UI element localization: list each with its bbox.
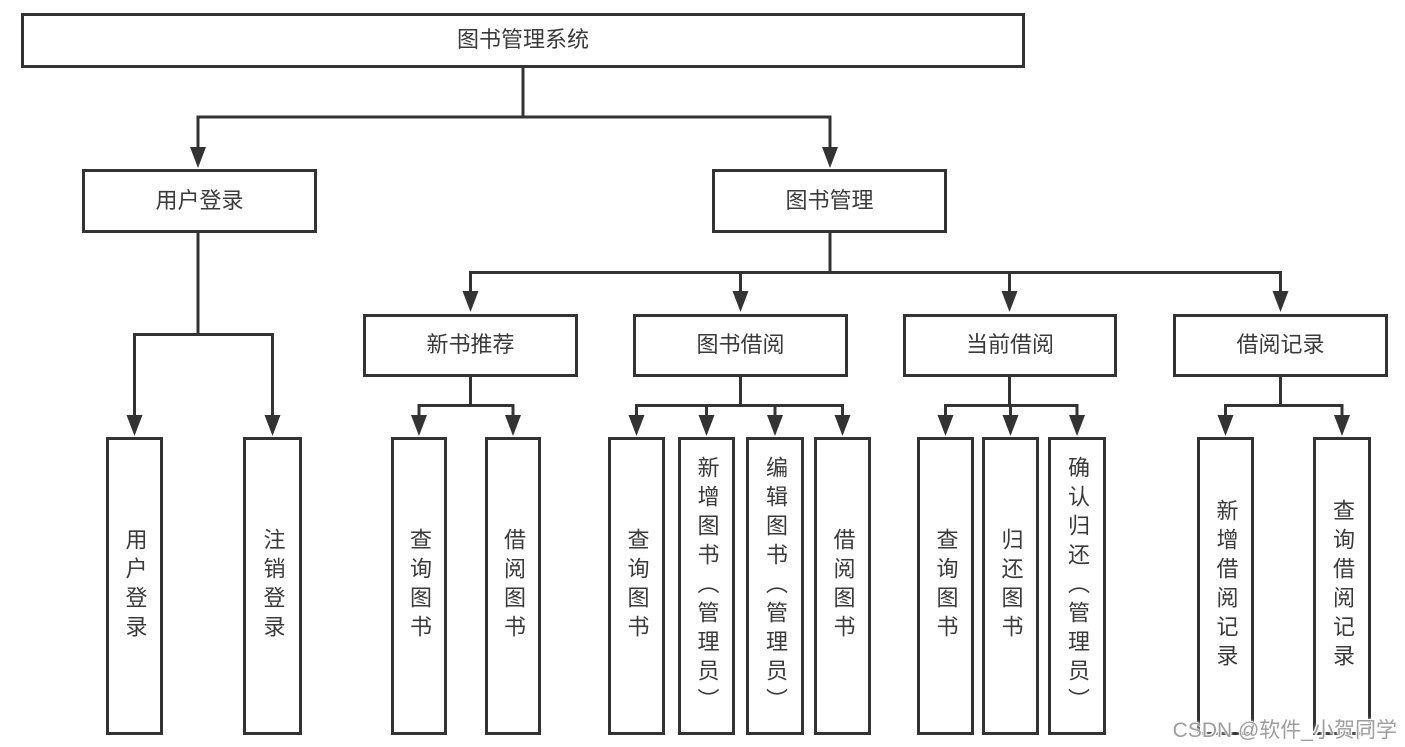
connector-root-to-level2 [190, 68, 838, 168]
node-book-borrowing: 图书借阅 [633, 314, 848, 377]
connector-book-management-to-level3 [462, 233, 1289, 312]
node-book-borrowing-label: 图书借阅 [696, 332, 785, 358]
node-current-borrowing-label: 当前借阅 [965, 332, 1054, 358]
connector-user-login-branch [126, 233, 281, 436]
node-edit-books-admin: 编辑图书（管理员） [746, 437, 804, 735]
node-query-books-current-label: 查询图书 [933, 528, 959, 644]
node-borrow-books-borrowing: 借阅图书 [814, 437, 871, 735]
node-current-borrowing: 当前借阅 [903, 314, 1117, 377]
node-query-borrow-record-label: 查询借阅记录 [1330, 499, 1355, 673]
node-user-login-group-label: 用户登录 [155, 187, 244, 213]
connector-borrowing-records-children [1217, 377, 1350, 436]
node-library-management-system: 图书管理系统 [21, 13, 1025, 68]
node-confirm-return-admin-label: 确认归还（管理员） [1065, 455, 1090, 717]
node-return-books-label: 归还图书 [998, 528, 1024, 644]
node-query-books-borrowing-label: 查询图书 [624, 528, 650, 644]
node-add-borrow-record: 新增借阅记录 [1197, 437, 1254, 735]
watermark-text: CSDN @软件_小贺同学 [1172, 719, 1397, 742]
connector-book-borrowing-children [628, 377, 851, 436]
node-user-login-group: 用户登录 [82, 169, 317, 233]
node-return-books: 归还图书 [982, 437, 1039, 735]
node-logout: 注销登录 [243, 437, 302, 735]
node-user-login-leaf: 用户登录 [106, 437, 163, 735]
node-query-books-recommend: 查询图书 [391, 437, 447, 735]
node-query-books-borrowing: 查询图书 [608, 437, 665, 735]
node-edit-books-admin-label: 编辑图书（管理员） [763, 455, 788, 717]
node-confirm-return-admin: 确认归还（管理员） [1048, 437, 1106, 735]
node-borrowing-records: 借阅记录 [1173, 314, 1388, 377]
node-library-management-system-label: 图书管理系统 [456, 27, 589, 53]
node-query-books-current: 查询图书 [917, 437, 974, 735]
node-query-books-recommend-label: 查询图书 [407, 528, 432, 644]
node-user-login-leaf-label: 用户登录 [122, 528, 148, 644]
node-book-management-label: 图书管理 [785, 187, 874, 213]
node-book-management: 图书管理 [712, 169, 947, 233]
node-query-borrow-record: 查询借阅记录 [1313, 437, 1371, 735]
node-new-book-recommend: 新书推荐 [363, 314, 578, 377]
node-borrow-books-borrowing-label: 借阅图书 [830, 528, 856, 644]
connector-new-book-recommend-children [411, 377, 521, 436]
node-add-books-admin-label: 新增图书（管理员） [694, 455, 720, 717]
node-borrow-books-recommend-label: 借阅图书 [501, 528, 526, 644]
node-add-borrow-record-label: 新增借阅记录 [1213, 499, 1239, 673]
node-add-books-admin: 新增图书（管理员） [678, 437, 735, 735]
node-borrowing-records-label: 借阅记录 [1236, 332, 1325, 358]
node-logout-label: 注销登录 [260, 528, 286, 644]
node-new-book-recommend-label: 新书推荐 [426, 332, 515, 358]
node-borrow-books-recommend: 借阅图书 [485, 437, 541, 735]
connector-current-borrowing-children [937, 377, 1085, 436]
